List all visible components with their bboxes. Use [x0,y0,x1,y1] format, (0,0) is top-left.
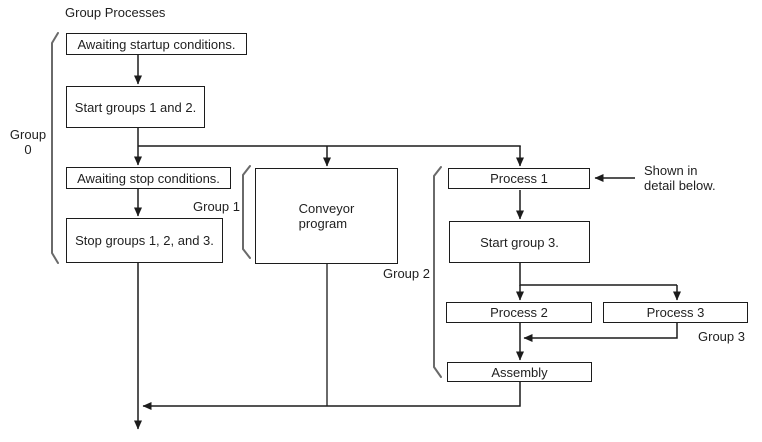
conveyor-line1: Conveyor [298,201,355,216]
node-start-groups-1-2: Start groups 1 and 2. [66,86,205,128]
node-process-1: Process 1 [448,168,590,189]
node-process-3: Process 3 [603,302,748,323]
node-start-group-3: Start group 3. [449,221,590,263]
group0-label: Group 0 [6,127,50,157]
connector-assembly-return [142,382,521,410]
node-stop-groups: Stop groups 1, 2, and 3. [66,218,223,263]
node-awaiting-stop: Awaiting stop conditions. [66,167,231,189]
group2-bracket [433,166,442,378]
group0-label-line2: 0 [24,142,32,157]
group0-label-line1: Group [9,127,47,142]
node-awaiting-startup: Awaiting startup conditions. [66,33,247,55]
group2-label: Group 2 [383,266,430,281]
group0-bracket [51,32,59,264]
annotation-line2: detail below. [644,178,716,193]
connector-process3-join [523,323,678,342]
node-process-2: Process 2 [446,302,592,323]
group1-label: Group 1 [193,199,240,214]
node-assembly: Assembly [447,362,592,382]
group1-bracket [242,165,251,259]
annotation-note: Shown in detail below. [644,163,744,193]
node-conveyor-program: Conveyor program [255,168,398,264]
page-title: Group Processes [65,5,166,20]
annotation-line1: Shown in [644,163,698,178]
connector-startgroup3-branch [519,263,677,286]
conveyor-line2: program [298,216,348,231]
group3-label: Group 3 [698,329,745,344]
